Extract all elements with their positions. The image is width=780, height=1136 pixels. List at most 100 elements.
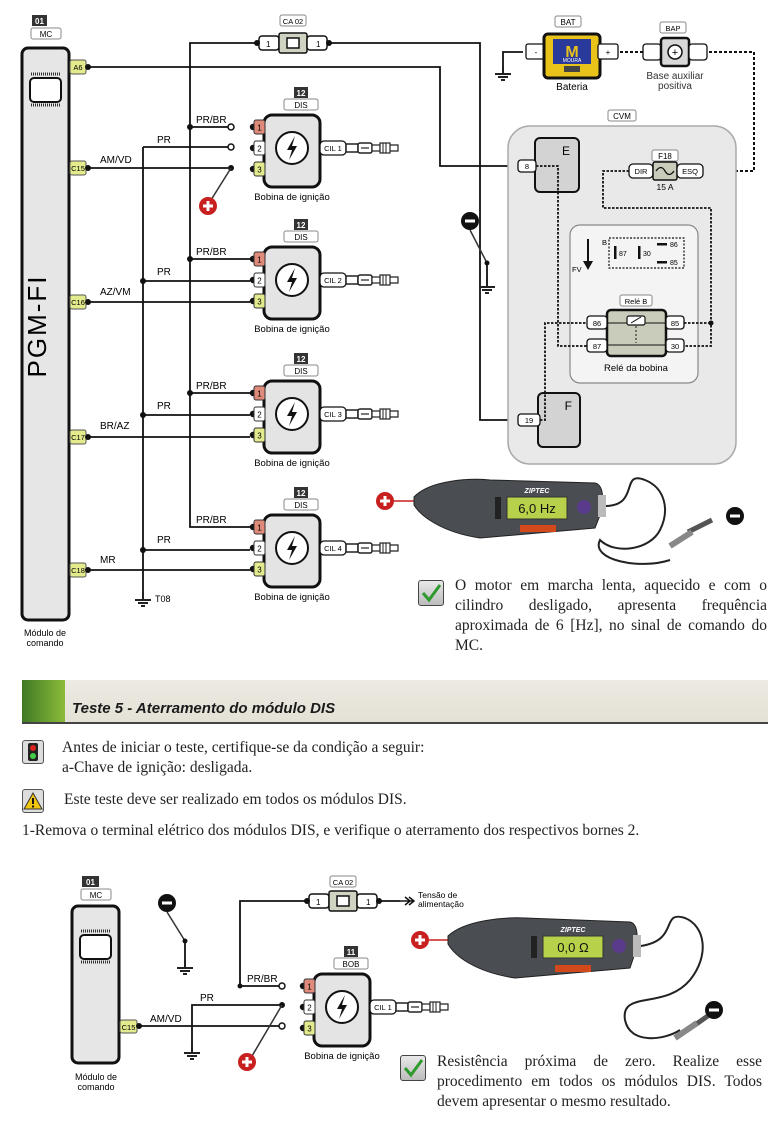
wire2-label: PR [157, 401, 171, 412]
negative-probe-icon [461, 212, 479, 230]
wire3-label: BR/AZ [100, 421, 129, 432]
mc-number: 01 [35, 17, 44, 26]
coil-cylinder: CIL 3 [324, 410, 342, 419]
wire3-label: AM/VD [150, 1014, 182, 1025]
mc-pin-c17: C17 [69, 429, 91, 445]
supply-label-1: Tensão de [418, 890, 457, 900]
wire1-label: PR/BR [247, 974, 278, 985]
control-module-mc: 01 MC PGM-FI Módulo de comando [20, 15, 71, 648]
coil-number: 12 [297, 221, 306, 230]
spark-plug-icon [345, 542, 399, 554]
relay-caption: Relé da bobina [604, 363, 669, 374]
coil-caption: Bobina de ignição [254, 458, 330, 469]
coil-caption: Bobina de ignição [304, 1051, 380, 1062]
relay-pin-86: 86 [593, 319, 601, 328]
open-terminals [199, 123, 235, 215]
ca02-code: CA 02 [283, 17, 303, 26]
precondition-line-1: Antes de iniciar o teste, certifique-se … [62, 739, 425, 756]
mc-caption-1: Módulo de [24, 628, 66, 638]
mc-pin-label: C17 [71, 433, 85, 442]
cvm-box: CVM E 8 F 19 F18 DIR ESQ 15 A FV B [507, 109, 737, 465]
warning-text: Este teste deve ser realizado em todos o… [64, 791, 407, 808]
coil-pin-1: 1 [257, 124, 262, 133]
relay-pin-85: 85 [671, 319, 679, 328]
legend-85: 85 [670, 260, 678, 267]
ground-t08: T08 [134, 591, 171, 607]
mc-pin-label: A6 [73, 63, 82, 72]
wire2-label: PR [157, 535, 171, 546]
warning-icon [22, 789, 44, 813]
legend-fv: FV [572, 265, 582, 274]
mc-pin-c16: C16 [69, 294, 91, 310]
relay-pin-30: 30 [671, 342, 679, 351]
coil-pin-3: 3 [257, 298, 262, 307]
positive-probe-icon [376, 492, 394, 510]
coil-pin-3: 3 [257, 166, 262, 175]
bap-code: BAP [665, 24, 680, 33]
mc-pin-label: C15 [71, 164, 85, 173]
coil-code: DIS [294, 101, 307, 110]
coil-number: 12 [297, 355, 306, 364]
svg-text:+: + [672, 47, 678, 59]
coil-code: BOB [343, 960, 360, 969]
cvm-f-pin: 19 [525, 416, 533, 425]
coil-code: DIS [294, 501, 307, 510]
wire3-label: MR [100, 555, 116, 566]
positive-probe-icon [238, 1053, 256, 1071]
coil-cylinder: CIL 1 [324, 144, 342, 153]
legend-87: 87 [619, 251, 627, 258]
ca02-pin-right: 1 [316, 40, 321, 49]
wire1-label: PR/BR [196, 381, 227, 392]
coil-code: DIS [294, 367, 307, 376]
lightning-icon [275, 531, 309, 565]
wire1-label: PR/BR [196, 247, 227, 258]
chip-icon [79, 929, 112, 964]
coil-pin-2: 2 [257, 277, 262, 286]
mc-pin-label: C18 [71, 566, 85, 575]
lightning-icon [275, 131, 309, 165]
wire3-label: AM/VD [100, 155, 132, 166]
wire2-label: PR [200, 993, 214, 1004]
relay-b: Relé B 86 87 85 30 Relé da bobina [586, 294, 685, 374]
negative-switch [158, 894, 194, 975]
section-accent-bar [22, 680, 65, 722]
coil-cylinder: CIL 4 [324, 544, 342, 553]
wires [88, 42, 518, 597]
coil-cylinder: CIL 2 [324, 276, 342, 285]
ca02-2-code: CA 02 [333, 878, 353, 887]
lightning-icon [275, 397, 309, 431]
coil-number: 12 [297, 489, 306, 498]
result-text-1: O motor em marcha lenta, aquecido e com … [455, 577, 767, 654]
legend-b: B [602, 238, 607, 247]
coil-pin-3: 3 [257, 432, 262, 441]
relay-code: Relé B [625, 297, 648, 306]
meter-reading: 6,0 Hz [518, 501, 556, 516]
battery-neg: - [535, 48, 538, 57]
battery-brand: MOURA [563, 58, 582, 64]
check-icon [400, 1055, 426, 1081]
ca02-2-pin-left: 1 [316, 898, 321, 907]
battery-code: BAT [561, 18, 576, 27]
wire2-label: PR [157, 267, 171, 278]
negative-probe-icon [158, 894, 176, 912]
positive-probe-icon [411, 931, 429, 949]
wiring-diagram-bottom: 01 MC C15 Módulo de comando [70, 875, 723, 1092]
coil-pin-1: 1 [257, 390, 262, 399]
coil-pin-2: 2 [257, 145, 262, 154]
coil-cylinder: CIL 1 [374, 1003, 392, 1012]
coil-pin-3: 3 [307, 1025, 312, 1034]
bap-caption-2: positiva [658, 81, 692, 92]
mc2-pin-c15: C15 [122, 1023, 136, 1032]
coil-pin-1: 1 [257, 256, 262, 265]
connector-ca02: CA 02 1 1 [304, 875, 382, 912]
negative-probe-icon [705, 1001, 723, 1019]
precondition-line-2: a-Chave de ignição: desligada. [62, 759, 253, 776]
coil-caption: Bobina de ignição [254, 192, 330, 203]
mc-code: MC [40, 30, 53, 39]
cvm-e-label: E [562, 144, 570, 158]
fuse-left: DIR [635, 167, 649, 176]
